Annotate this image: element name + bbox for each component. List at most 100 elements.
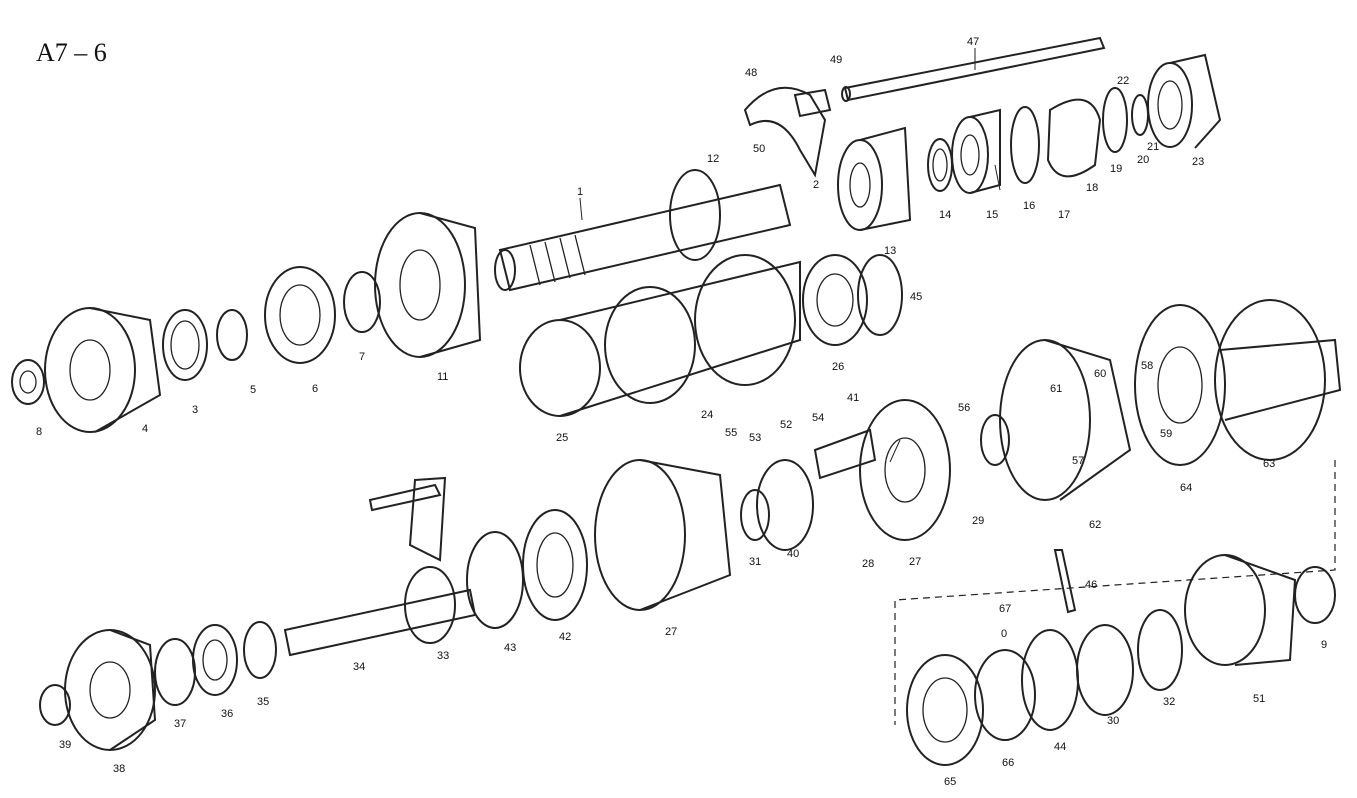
callout-36: 36 — [221, 708, 233, 720]
shift-rod — [841, 36, 1106, 102]
callout-62: 62 — [1089, 519, 1101, 531]
callout-3: 3 — [192, 404, 198, 416]
seal-3 — [162, 309, 208, 381]
callout-54: 54 — [812, 412, 824, 424]
bearing-65 — [906, 654, 984, 766]
dashed-boundary — [894, 460, 1336, 725]
planet-carrier-27 — [859, 399, 951, 541]
ring-63 — [1214, 299, 1326, 461]
output-shaft — [1219, 338, 1342, 421]
callout-65: 65 — [944, 776, 956, 788]
bearing-23 — [1147, 53, 1222, 149]
callout-29: 29 — [972, 515, 984, 527]
ring-45 — [857, 254, 903, 336]
callout-53: 53 — [749, 432, 761, 444]
callout-42: 42 — [559, 631, 571, 643]
nut-8 — [11, 359, 45, 405]
callout-4: 4 — [142, 423, 148, 435]
callout-22: 22 — [1117, 75, 1129, 87]
callout-24: 24 — [701, 409, 713, 421]
clip-35 — [243, 621, 277, 679]
callout-12: 12 — [707, 153, 719, 165]
gear-13 — [837, 126, 912, 231]
shift-fork-upper — [743, 86, 832, 178]
callout-17: 17 — [1058, 209, 1070, 221]
ring-5 — [216, 309, 248, 361]
callout-11: 11 — [437, 371, 448, 383]
callout-0: 0 — [1001, 628, 1007, 640]
ring-44 — [1021, 629, 1079, 731]
callout-47: 47 — [967, 36, 979, 48]
bearing-30 — [1076, 624, 1134, 716]
gear-12 — [669, 169, 721, 261]
callout-56: 56 — [958, 402, 970, 414]
callout-8: 8 — [36, 426, 42, 438]
callout-59: 59 — [1160, 428, 1172, 440]
callout-18: 18 — [1086, 182, 1098, 194]
callout-45: 45 — [910, 291, 922, 303]
callout-1: 1 — [577, 186, 583, 198]
callout-15: 15 — [986, 209, 998, 221]
callout-60: 60 — [1094, 368, 1106, 380]
callout-35: 35 — [257, 696, 269, 708]
callout-55: 55 — [725, 427, 737, 439]
callout-52: 52 — [780, 419, 792, 431]
callout-28: 28 — [862, 558, 874, 570]
callout-5: 5 — [250, 384, 256, 396]
page-title: A7 – 6 — [36, 38, 107, 67]
bearing-6 — [264, 266, 336, 364]
seal-37 — [154, 638, 196, 706]
gear-40 — [756, 459, 814, 551]
ring-gear-62 — [999, 339, 1132, 501]
callout-19: 19 — [1110, 163, 1122, 175]
callout-50: 50 — [753, 143, 765, 155]
bearing-26 — [802, 254, 868, 346]
bolt-46 — [1053, 549, 1077, 614]
bearing-36 — [192, 624, 238, 696]
callout-44: 44 — [1054, 741, 1066, 753]
callout-23: 23 — [1192, 156, 1204, 168]
callout-33: 33 — [437, 650, 449, 662]
callout-32: 32 — [1163, 696, 1175, 708]
callouts: 1 2 3 4 5 6 7 8 9 11 12 13 14 15 16 17 1… — [36, 36, 1327, 788]
callout-39: 39 — [59, 739, 71, 751]
callout-30: 30 — [1107, 715, 1119, 727]
callout-26: 26 — [832, 361, 844, 373]
ring-14 — [927, 138, 953, 192]
gear-11 — [374, 212, 482, 358]
callout-14: 14 — [939, 209, 951, 221]
callout-38: 38 — [113, 763, 125, 775]
callout-25: 25 — [556, 432, 568, 444]
ring-7 — [343, 271, 381, 333]
callout-63: 63 — [1263, 458, 1275, 470]
countershaft-24 — [519, 254, 801, 417]
callout-40: 40 — [787, 548, 799, 560]
gear-64 — [1134, 304, 1226, 466]
nut-9 — [1294, 566, 1336, 624]
callout-27-lower: 27 — [665, 626, 677, 638]
callout-27-mid: 27 — [909, 556, 921, 568]
callout-16: 16 — [1023, 200, 1035, 212]
callout-21: 21 — [1147, 141, 1159, 153]
callout-31: 31 — [749, 556, 761, 568]
leader-lines — [579, 48, 1001, 463]
callout-57: 57 — [1072, 455, 1084, 467]
cover-plate-18 — [1046, 98, 1102, 178]
callout-41: 41 — [847, 392, 859, 404]
washer-31 — [740, 489, 770, 541]
seal-32 — [1137, 609, 1183, 691]
main-shaft — [494, 183, 792, 292]
callout-66: 66 — [1002, 757, 1014, 769]
flange-4 — [44, 307, 162, 433]
shift-fork-lower — [368, 476, 447, 562]
bearing-42 — [522, 509, 588, 621]
callout-6: 6 — [312, 383, 318, 395]
callout-61: 61 — [1050, 383, 1062, 395]
callout-7: 7 — [359, 351, 365, 363]
callout-34: 34 — [353, 661, 365, 673]
callout-9: 9 — [1321, 639, 1327, 651]
callout-37: 37 — [174, 718, 186, 730]
bearing-66 — [974, 649, 1036, 741]
rings-19-22 — [1102, 87, 1149, 153]
callout-49: 49 — [830, 54, 842, 66]
